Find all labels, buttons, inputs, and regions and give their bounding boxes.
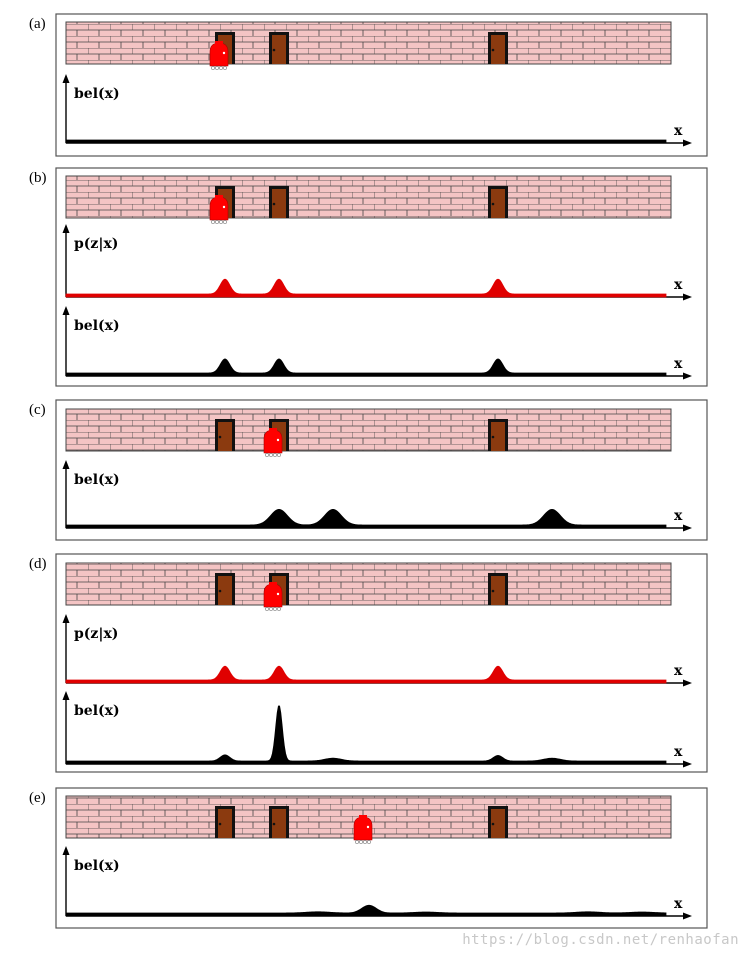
x-axis-arrow	[683, 293, 692, 301]
x-axis-label: x	[674, 663, 683, 679]
door	[215, 573, 235, 605]
y-axis-arrow	[62, 691, 70, 700]
panel-frame	[55, 787, 708, 929]
robot-icon	[353, 815, 373, 844]
curve-pzx	[65, 665, 667, 684]
panel-frame	[55, 553, 708, 773]
watermark: https://blog.csdn.net/renhaofan	[462, 932, 739, 948]
brick-wall	[65, 562, 672, 606]
x-axis-label: x	[674, 356, 683, 372]
y-axis-arrow	[62, 74, 70, 83]
x-axis-label: x	[674, 123, 683, 139]
x-axis-arrow	[683, 372, 692, 380]
plot-bel: bel(x) x	[62, 460, 692, 532]
door	[215, 419, 235, 451]
panel-c: (c) bel(x) x	[29, 399, 708, 541]
brick-wall	[65, 408, 672, 452]
door	[215, 806, 235, 838]
y-axis-arrow	[62, 224, 70, 233]
curve-bel	[65, 139, 667, 144]
panel-e: (e) bel(x) x	[29, 787, 708, 929]
brick-wall	[65, 21, 672, 65]
x-axis-arrow	[683, 912, 692, 920]
robot-icon	[263, 428, 283, 457]
curve-bel	[65, 508, 667, 529]
robot-icon	[263, 582, 283, 611]
x-axis-label: x	[674, 744, 683, 760]
y-axis-arrow	[62, 614, 70, 623]
y-axis-arrow	[62, 306, 70, 315]
y-axis-arrow	[62, 460, 70, 469]
y-axis-label: p(z|x)	[74, 236, 118, 252]
x-axis-arrow	[683, 760, 692, 768]
door	[488, 186, 508, 218]
plot-bel: bel(x) x	[62, 306, 692, 380]
panel-frame	[55, 399, 708, 541]
x-axis-arrow	[683, 524, 692, 532]
y-axis-label: bel(x)	[74, 472, 120, 488]
door	[488, 806, 508, 838]
x-axis-label: x	[674, 508, 683, 524]
y-axis-arrow	[62, 846, 70, 855]
door	[269, 806, 289, 838]
door	[488, 573, 508, 605]
panel-frame	[55, 13, 708, 157]
panel-label: (c)	[29, 402, 46, 418]
panel-a: (a) bel(x) x	[29, 13, 708, 157]
y-axis-label: bel(x)	[74, 703, 120, 719]
door	[488, 419, 508, 451]
curve-bel	[65, 358, 667, 377]
brick-wall	[65, 175, 672, 219]
plot-bel: bel(x) x	[62, 846, 692, 920]
panel-label: (e)	[29, 790, 46, 806]
x-axis-arrow	[683, 679, 692, 687]
x-axis-arrow	[683, 139, 692, 147]
x-axis-label: x	[674, 277, 683, 293]
y-axis-label: bel(x)	[74, 318, 120, 334]
panel-label: (d)	[29, 556, 47, 572]
curve-bel	[65, 705, 667, 765]
plot-bel: bel(x) x	[62, 691, 692, 768]
panel-label: (b)	[29, 170, 47, 186]
y-axis-label: p(z|x)	[74, 626, 118, 642]
panel-d: (d) p(z|x) x bel(x) x	[29, 553, 708, 773]
robot-icon	[209, 195, 229, 224]
y-axis-label: bel(x)	[74, 86, 120, 102]
x-axis-label: x	[674, 896, 683, 912]
panel-frame	[55, 167, 708, 387]
plot-pzx: p(z|x) x	[62, 224, 692, 301]
curve-bel	[65, 904, 667, 917]
y-axis-label: bel(x)	[74, 858, 120, 874]
curve-pzx	[65, 278, 667, 298]
plot-pzx: p(z|x) x	[62, 614, 692, 687]
door	[269, 186, 289, 218]
door	[488, 32, 508, 64]
panel-b: (b) p(z|x) x bel(x) x	[29, 167, 708, 387]
plot-bel: bel(x) x	[62, 74, 692, 147]
door	[269, 32, 289, 64]
panel-label: (a)	[29, 16, 46, 32]
robot-icon	[209, 41, 229, 70]
